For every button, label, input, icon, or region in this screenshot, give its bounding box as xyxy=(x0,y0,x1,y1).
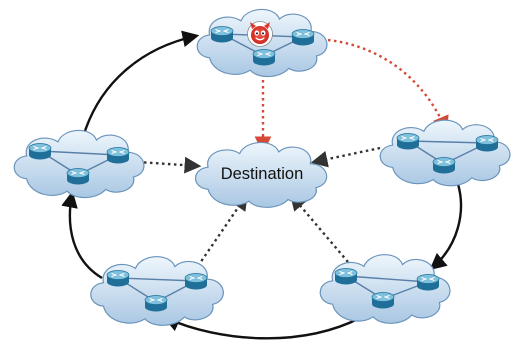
attack-edge-top-to-right xyxy=(327,38,449,134)
router-icon xyxy=(106,270,130,287)
router-icon xyxy=(334,268,358,285)
router-icon xyxy=(432,157,456,174)
cloud-icon xyxy=(90,256,224,326)
route-edge-bottom-right-to-destination xyxy=(289,193,349,263)
edge-left-to-top xyxy=(82,30,200,135)
network-right xyxy=(379,119,511,187)
router-icon xyxy=(416,274,440,291)
destination-label: Destination xyxy=(221,165,304,183)
network-left-routers xyxy=(28,143,130,185)
network-left xyxy=(13,129,145,199)
route-edge-bottom-left-to-destination xyxy=(197,193,248,267)
router-icon xyxy=(371,292,395,309)
router-icon xyxy=(144,295,168,312)
cycle-edges xyxy=(61,30,463,340)
router-icon xyxy=(66,168,90,185)
network-bottom-left xyxy=(90,256,224,326)
router-icon xyxy=(396,133,420,150)
edge-right-to-bottom-right xyxy=(429,183,463,271)
devil-icon xyxy=(247,21,273,47)
cloud-icon xyxy=(13,129,145,199)
router-icon xyxy=(106,147,130,164)
route-edge-right-to-destination xyxy=(310,146,381,168)
router-icon xyxy=(210,26,234,43)
edge-bottom-left-to-left xyxy=(61,190,103,280)
router-icon xyxy=(252,49,276,66)
network-bottom-left-routers xyxy=(106,270,208,312)
cloud-icon xyxy=(379,119,511,187)
router-icon xyxy=(184,273,208,290)
router-icon xyxy=(475,135,499,152)
network-bottom-right-routers xyxy=(334,268,440,309)
router-icon xyxy=(28,143,52,160)
route-edge-left-to-destination xyxy=(137,156,202,174)
router-icon xyxy=(291,29,315,46)
network-right-routers xyxy=(396,133,499,174)
edge-bottom-right-to-bottom-left xyxy=(162,315,361,340)
route-edges xyxy=(137,146,381,267)
